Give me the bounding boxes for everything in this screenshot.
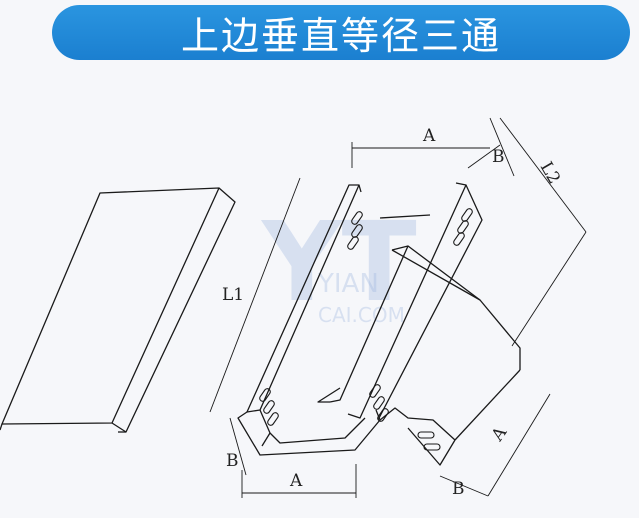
watermark-line2: CAI.COM bbox=[318, 303, 405, 327]
label-b-top: B bbox=[492, 147, 505, 167]
label-l1: L1 bbox=[222, 285, 244, 305]
label-l2: L2 bbox=[536, 159, 564, 188]
main-tray bbox=[237, 182, 521, 456]
label-b-right: B bbox=[452, 479, 465, 499]
watermark-logo: YT bbox=[260, 198, 417, 326]
label-a-top: A bbox=[422, 126, 436, 146]
watermark-line1: YIAN bbox=[317, 269, 379, 299]
label-a-right: A bbox=[487, 423, 511, 446]
label-b-left: B bbox=[226, 451, 239, 471]
label-a-bottom: A bbox=[289, 471, 303, 491]
page-title: 上边垂直等径三通 bbox=[180, 14, 501, 58]
cover-plate bbox=[0, 187, 236, 433]
watermark: YT YIAN CAI.COM bbox=[260, 198, 417, 327]
branch-tray bbox=[379, 369, 521, 466]
slot-holes bbox=[259, 208, 473, 451]
dimension-lines bbox=[209, 117, 587, 498]
title-banner: 上边垂直等径三通 bbox=[52, 5, 630, 60]
